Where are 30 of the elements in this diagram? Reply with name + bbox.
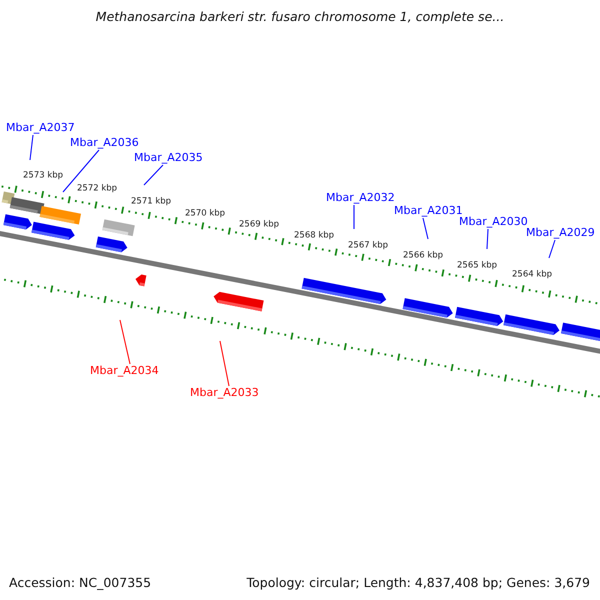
leader-line: [220, 340, 230, 386]
scale-label: 2572 kbp: [77, 184, 118, 194]
gene-label: Mbar_A2033: [190, 386, 259, 400]
scale-label: 2573 kbp: [23, 170, 64, 182]
leader-line: [548, 240, 556, 258]
gene-label: Mbar_A2035: [134, 151, 203, 165]
leader-line: [486, 228, 488, 250]
gene-label: Mbar_A2037: [6, 121, 75, 135]
gene-label: Mbar_A2031: [394, 204, 463, 218]
scale-label: 2570 kbp: [185, 208, 226, 220]
scale-label: 2571 kbp: [131, 196, 172, 208]
summary-text: Topology: circular; Length: 4,837,408 bp; Genes: 3,679: [246, 575, 590, 590]
gene-label: Mbar_A2029: [526, 226, 595, 240]
gene-label: Mbar_A2032: [326, 191, 395, 205]
leader-line: [422, 218, 428, 240]
gene-label: Mbar_A2036: [70, 136, 139, 150]
scale-label: 2569 kbp: [239, 220, 280, 230]
gene-label: Mbar_A2034: [90, 364, 159, 378]
scale-label: 2568 kbp: [294, 230, 334, 242]
title: Methanosarcina barkeri str. fusaro chromosome 1, complete se...: [94, 9, 506, 24]
leader-line: [30, 134, 34, 160]
scale-label: 2565 kbp: [457, 260, 498, 272]
scale-label: 2567 kbp: [348, 240, 388, 252]
leader-line: [62, 150, 100, 192]
accession-text: Accession: NC_007355: [9, 575, 152, 590]
scale-label: 2564 kbp: [512, 270, 552, 280]
gene-label: Mbar_A2030: [459, 215, 528, 229]
scale-label: 2566 kbp: [403, 250, 444, 262]
leader-line: [144, 164, 164, 186]
leader-line: [120, 320, 130, 364]
